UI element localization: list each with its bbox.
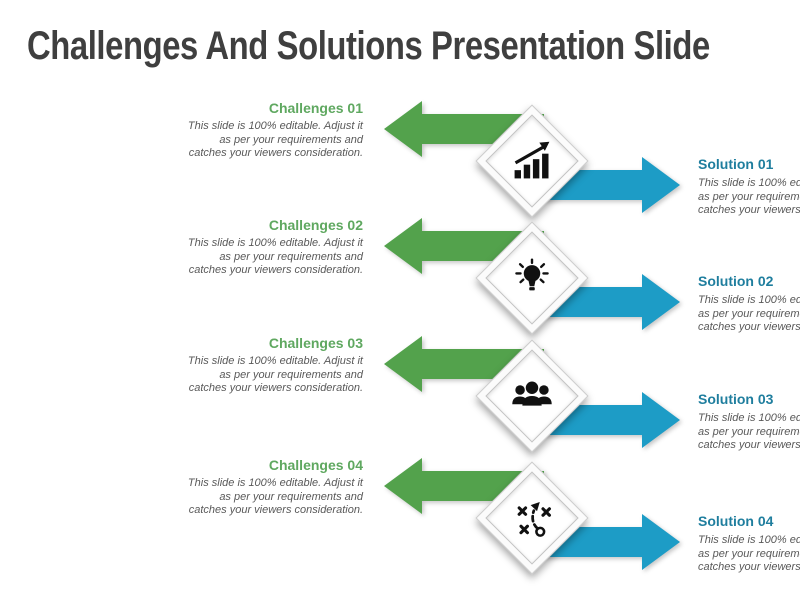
lightbulb-icon	[515, 258, 549, 291]
challenge-block-1: Challenges 01 This slide is 100% editabl…	[123, 100, 363, 161]
solution-title: Solution 03	[698, 391, 774, 407]
solution-description: This slide is 100% editable. Adjust it a…	[698, 534, 800, 573]
strategy-icon	[517, 501, 551, 537]
diamond-badge-2	[475, 221, 589, 335]
solution-block-1: Solution 01 This slide is 100% editable.…	[698, 156, 800, 218]
solution-title: Solution 01	[698, 156, 774, 172]
challenge-description: This slide is 100% editable. Adjust it a…	[187, 477, 363, 516]
solution-block-3: Solution 03 This slide is 100% editable.…	[698, 391, 800, 453]
page-title: Challenges And Solutions Presentation Sl…	[27, 24, 710, 68]
solution-block-4: Solution 04 This slide is 100% editable.…	[698, 513, 800, 575]
row-challenge-solution-1: Challenges 01 This slide is 100% editabl…	[0, 100, 800, 222]
solution-description: This slide is 100% editable. Adjust it a…	[698, 294, 800, 333]
diamond-badge-4	[475, 461, 589, 575]
challenge-block-3: Challenges 03 This slide is 100% editabl…	[123, 335, 363, 396]
solution-description: This slide is 100% editable. Adjust it a…	[698, 177, 800, 216]
row-challenge-solution-2: Challenges 02 This slide is 100% editabl…	[0, 217, 800, 339]
solution-block-2: Solution 02 This slide is 100% editable.…	[698, 273, 800, 335]
solution-title: Solution 02	[698, 273, 774, 289]
challenge-block-4: Challenges 04 This slide is 100% editabl…	[123, 457, 363, 518]
challenge-description: This slide is 100% editable. Adjust it a…	[187, 237, 363, 276]
challenge-title: Challenges 03	[268, 335, 363, 351]
solution-description: This slide is 100% editable. Adjust it a…	[698, 412, 800, 451]
row-challenge-solution-4: Challenges 04 This slide is 100% editabl…	[0, 457, 800, 579]
challenge-description: This slide is 100% editable. Adjust it a…	[187, 120, 363, 159]
growth-chart-icon	[514, 141, 550, 179]
challenge-block-2: Challenges 02 This slide is 100% editabl…	[123, 217, 363, 278]
row-challenge-solution-3: Challenges 03 This slide is 100% editabl…	[0, 335, 800, 457]
challenge-title: Challenges 02	[268, 217, 363, 233]
diamond-badge-1	[475, 104, 589, 218]
challenge-title: Challenges 01	[268, 100, 363, 116]
team-icon	[512, 381, 552, 406]
challenge-title: Challenges 04	[268, 457, 363, 473]
solution-title: Solution 04	[698, 513, 774, 529]
diamond-badge-3	[475, 339, 589, 453]
challenge-description: This slide is 100% editable. Adjust it a…	[187, 355, 363, 394]
